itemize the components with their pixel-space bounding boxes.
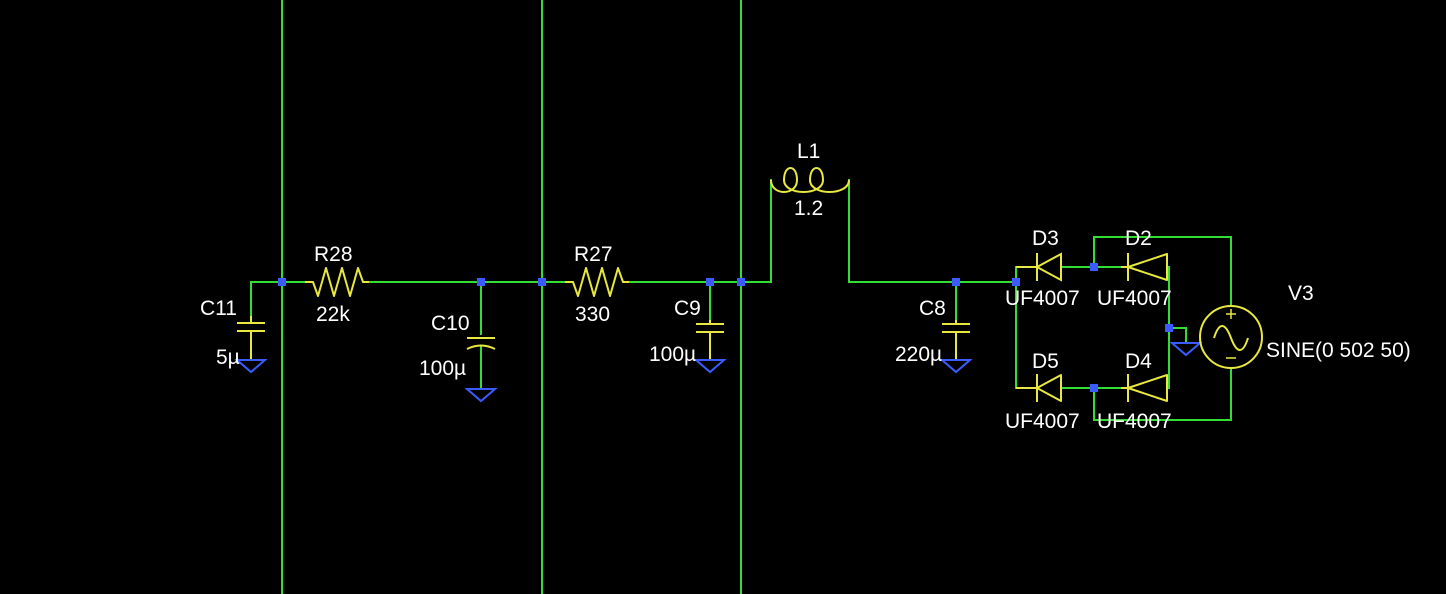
junction-dot <box>1165 324 1173 332</box>
label-c8-value: 220µ <box>895 343 942 366</box>
ground-symbol-bridge <box>1169 342 1203 357</box>
label-r28-value: 22k <box>316 303 350 326</box>
ground-symbol-c9 <box>693 359 727 374</box>
diode-d5[interactable] <box>1016 374 1062 402</box>
label-c11-value: 5µ <box>216 346 240 369</box>
resistor-r27[interactable] <box>565 267 629 297</box>
wire-bridge-gnd[interactable] <box>1168 327 1187 343</box>
capacitor-c9[interactable] <box>696 320 724 360</box>
diode-d3[interactable] <box>1016 252 1062 282</box>
inductor-l1[interactable] <box>770 167 850 193</box>
voltage-source-v3[interactable] <box>1199 305 1263 369</box>
ground-symbol-c8 <box>939 359 973 374</box>
label-d5-name: D5 <box>1032 350 1059 373</box>
capacitor-c8[interactable] <box>942 320 970 360</box>
junctions <box>278 263 1173 392</box>
label-v3-name: V3 <box>1288 282 1314 305</box>
label-c11-name: C11 <box>200 297 237 320</box>
label-c9-value: 100µ <box>649 343 696 366</box>
junction-dot <box>1012 278 1020 286</box>
diode-d4[interactable] <box>1121 374 1168 402</box>
wires <box>250 0 1232 594</box>
junction-dot <box>1090 263 1098 271</box>
label-l1-value: 1.2 <box>794 197 823 220</box>
label-d4-name: D4 <box>1125 350 1152 373</box>
label-c10-value: 100µ <box>419 357 466 380</box>
wire-bridge-top[interactable] <box>1093 236 1232 307</box>
label-c10-name: C10 <box>431 312 470 335</box>
junction-dot <box>278 278 286 286</box>
junction-dot <box>952 278 960 286</box>
label-r27-value: 330 <box>575 303 610 326</box>
label-c8-name: C8 <box>919 297 946 320</box>
label-d2-value: UF4007 <box>1097 287 1172 310</box>
junction-dot <box>477 278 485 286</box>
label-l1-name: L1 <box>797 140 820 163</box>
junction-dot <box>538 278 546 286</box>
wire-bridge-bottom[interactable] <box>1093 367 1232 421</box>
capacitor-c11[interactable] <box>237 316 265 360</box>
capacitor-c10[interactable] <box>466 337 496 350</box>
label-r28-name: R28 <box>314 243 353 266</box>
label-c9-name: C9 <box>674 297 701 320</box>
junction-dot <box>706 278 714 286</box>
label-d3-value: UF4007 <box>1005 287 1080 310</box>
junction-dot <box>1090 384 1098 392</box>
label-v3-value: SINE(0 502 50) <box>1266 339 1411 362</box>
wire-l1-right[interactable] <box>848 179 1017 283</box>
wire-c11-top[interactable] <box>250 281 306 317</box>
diode-d2[interactable] <box>1121 253 1168 281</box>
label-d3-name: D3 <box>1032 227 1059 250</box>
resistor-r28[interactable] <box>305 267 369 297</box>
ground-symbol-c10 <box>464 388 498 403</box>
label-d2-name: D2 <box>1125 227 1152 250</box>
label-d5-value: UF4007 <box>1005 410 1080 433</box>
ground-symbol-c11 <box>234 359 268 374</box>
label-d4-value: UF4007 <box>1097 410 1172 433</box>
label-r27-name: R27 <box>574 243 613 266</box>
junction-dot <box>737 278 745 286</box>
